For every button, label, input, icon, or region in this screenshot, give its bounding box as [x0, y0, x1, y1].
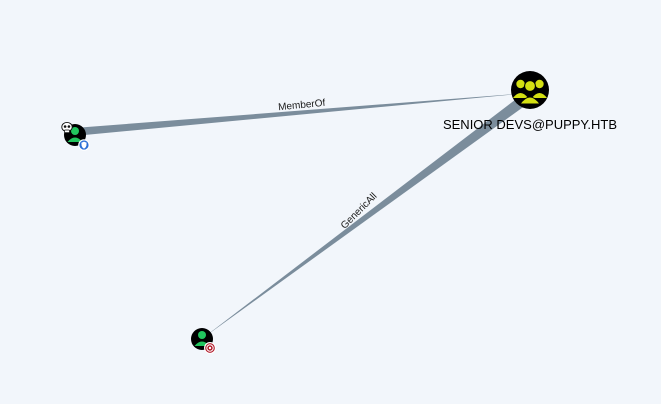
edge-genericall-line[interactable]	[203, 93, 533, 338]
user-icon	[67, 127, 83, 142]
edge-memberof-line[interactable]	[74, 93, 529, 136]
edge-memberof[interactable]: MemberOf	[74, 93, 529, 136]
group-icon	[513, 79, 547, 105]
group-node-label: SENIOR DEVS@PUPPY.HTB	[443, 117, 617, 132]
user-node-owned[interactable]	[61, 121, 90, 151]
skull-icon	[61, 121, 73, 133]
group-node-senior-devs[interactable]: SENIOR DEVS@PUPPY.HTB	[443, 71, 617, 132]
edge-memberof-label: MemberOf	[278, 98, 326, 113]
target-icon	[204, 342, 216, 354]
shield-icon	[78, 139, 90, 151]
user-node-target[interactable]	[191, 328, 216, 354]
